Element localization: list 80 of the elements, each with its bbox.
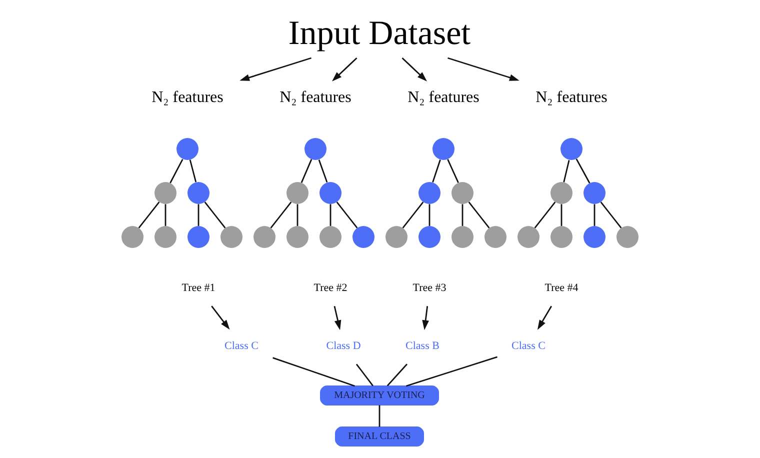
node-circle	[616, 226, 638, 248]
node-circle	[584, 226, 606, 248]
node-circle	[286, 182, 308, 204]
connector	[164, 204, 166, 226]
connector	[428, 204, 430, 226]
node-circle	[560, 138, 582, 160]
connector	[563, 160, 570, 182]
node-circle	[550, 226, 572, 248]
arrow	[402, 57, 427, 81]
node-text: Tree #1	[182, 281, 216, 294]
connector	[560, 204, 562, 226]
node-circle	[154, 182, 176, 204]
node-circle	[286, 226, 308, 248]
connector	[386, 363, 408, 386]
connector	[318, 159, 328, 182]
connector	[356, 363, 374, 386]
node-circle	[584, 182, 606, 204]
node-text: Input Dataset	[288, 14, 471, 52]
node-circle	[352, 226, 374, 248]
arrow	[240, 56, 312, 80]
connector	[330, 204, 332, 226]
connector	[204, 201, 226, 228]
node-text: N₂ features	[536, 88, 608, 106]
connector	[576, 158, 590, 183]
node-circle	[320, 226, 342, 248]
arrow	[422, 306, 429, 330]
connector	[198, 204, 200, 226]
connector	[432, 159, 441, 182]
connector	[189, 159, 197, 182]
arrow	[211, 305, 230, 330]
node-text: Tree #2	[314, 281, 348, 294]
node-circle	[304, 138, 326, 160]
node-circle	[484, 226, 506, 248]
connector	[272, 356, 355, 386]
node-circle	[432, 138, 454, 160]
node-circle	[154, 226, 176, 248]
connector	[447, 158, 459, 182]
node-circle	[452, 226, 474, 248]
node-text: Tree #3	[412, 281, 446, 294]
connector	[406, 356, 498, 386]
connector	[378, 404, 380, 426]
node-circle	[254, 226, 276, 248]
connector	[170, 158, 184, 183]
node-circle	[550, 182, 572, 204]
node-text: N₂ features	[152, 88, 224, 106]
connector	[594, 204, 596, 226]
connector	[300, 158, 312, 182]
node-circle	[386, 226, 408, 248]
connector	[534, 201, 556, 228]
connector	[600, 201, 622, 228]
node-circle	[220, 226, 242, 248]
node-text: Class C	[224, 339, 258, 352]
arrow	[334, 305, 342, 330]
node-circle	[452, 182, 474, 204]
connector	[462, 204, 464, 226]
node-text: Class D	[326, 339, 361, 352]
connector	[138, 201, 160, 228]
node-circle	[188, 226, 210, 248]
node-circle	[418, 182, 440, 204]
node-circle	[320, 182, 342, 204]
arrow	[448, 56, 520, 80]
connector	[296, 204, 298, 226]
connector	[402, 201, 424, 228]
node-box: FINAL CLASS	[335, 426, 424, 446]
connector	[336, 201, 358, 228]
node-text: Class C	[512, 339, 546, 352]
node-circle	[176, 138, 198, 160]
node-circle	[418, 226, 440, 248]
node-box: MAJORITY VOTING	[320, 385, 439, 405]
arrow	[537, 305, 552, 330]
connector	[270, 201, 292, 228]
connector	[468, 201, 490, 228]
node-circle	[518, 226, 540, 248]
node-text: N₂ features	[280, 88, 352, 106]
node-circle	[188, 182, 210, 204]
node-text: Class B	[406, 339, 440, 352]
node-text: Tree #4	[544, 281, 578, 294]
node-text: N₂ features	[408, 88, 480, 106]
arrow	[332, 57, 358, 81]
node-circle	[122, 226, 144, 248]
